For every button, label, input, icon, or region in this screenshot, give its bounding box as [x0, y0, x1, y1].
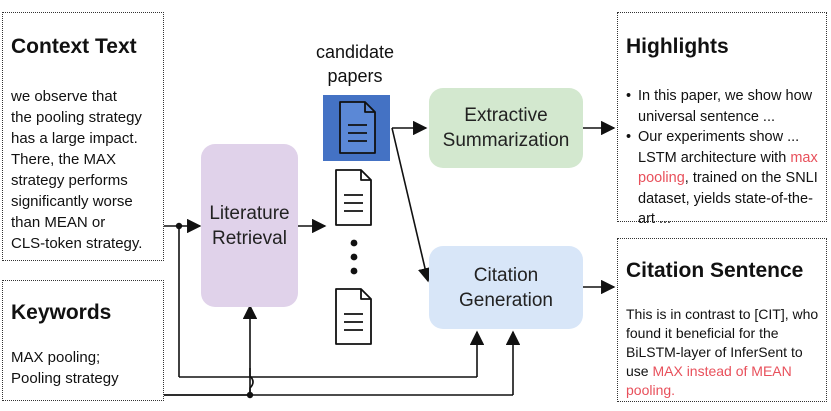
highlights-panel: Highlights In this paper, we show how un… [617, 12, 827, 227]
context-line: CLS-token strategy. [11, 235, 143, 252]
highlights-title: Highlights [626, 35, 729, 58]
ellipsis-dots [350, 239, 358, 275]
highlight-emphasis: max pooling [638, 149, 818, 187]
context-line: strategy performs [11, 172, 128, 189]
candidate-papers-label: candidate papers [315, 42, 395, 86]
literature-retrieval-module: Literature Retrieval [201, 144, 298, 307]
paper-icon [335, 288, 372, 345]
context-line: There, the MAX [11, 151, 117, 168]
context-line: we observe that [11, 88, 117, 105]
keywords-body: MAX pooling; Pooling strategy [11, 347, 119, 389]
keywords-line [164, 368, 254, 396]
citation-sentence-panel: Citation Sentence This is in contrast to… [617, 238, 827, 402]
highlight-bullet: In this paper, we show how universal sen… [626, 86, 824, 127]
highlights-body: In this paper, we show how universal sen… [626, 86, 824, 230]
paper-icon [335, 169, 372, 226]
context-line: than MEAN or [11, 214, 106, 231]
context-text-title: Context Text [11, 35, 137, 58]
context-junction-dot [175, 222, 183, 230]
citation-emphasis: MAX instead of MEAN pooling. [626, 363, 792, 398]
citation-generation-module: Citation Generation [429, 246, 583, 329]
keywords-title: Keywords [11, 301, 112, 324]
context-line: significantly worse [11, 193, 133, 210]
context-line: has a large impact. [11, 130, 138, 147]
highlight-bullet: Our experiments show ... LSTM architectu… [626, 127, 824, 230]
citation-sentence-title: Citation Sentence [626, 259, 804, 282]
keywords-junction-dot [246, 391, 254, 399]
context-text-panel: Context Text we observe that the pooling… [2, 12, 164, 261]
citation-sentence-body: This is in contrast to [CIT], who found … [626, 306, 819, 398]
keywords-panel: Keywords MAX pooling; Pooling strategy [2, 280, 164, 401]
keyword-line: Pooling strategy [11, 370, 119, 387]
paper-to-citation-arrow [391, 127, 433, 283]
selected-paper-icon [323, 95, 390, 161]
keyword-line: MAX pooling; [11, 349, 101, 366]
extractive-summarization-module: Extractive Summarization [429, 88, 583, 168]
context-line: the pooling strategy [11, 109, 142, 126]
context-text-body: we observe that the pooling strategy has… [11, 86, 142, 254]
